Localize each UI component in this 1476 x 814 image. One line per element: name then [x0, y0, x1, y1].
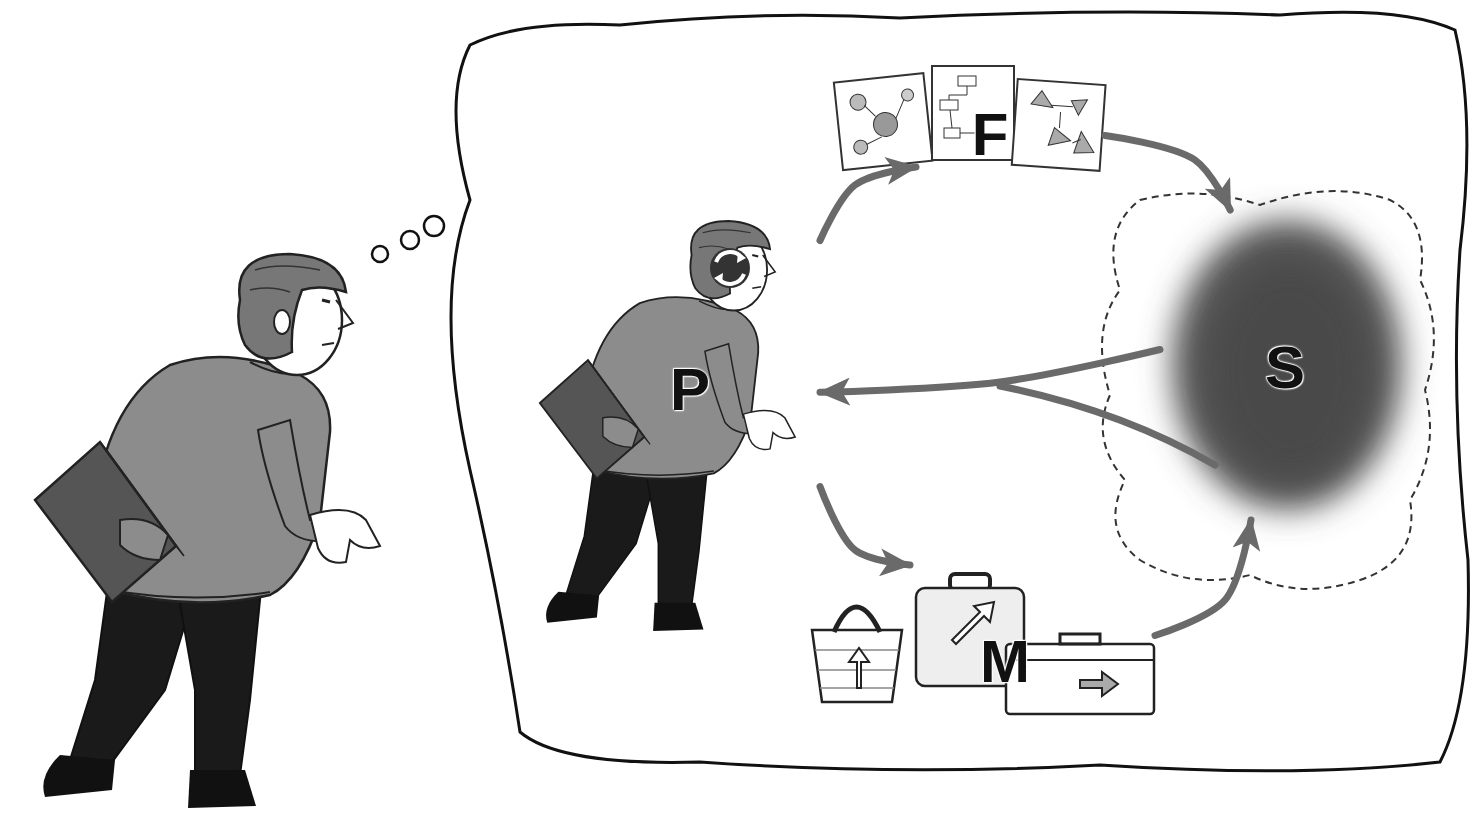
sketch-lines — [862, 99, 908, 144]
flow-box — [944, 128, 960, 138]
sketch-circle — [853, 139, 868, 154]
documents — [834, 66, 1106, 171]
person-node: P — [540, 220, 820, 630]
flow-arrow — [820, 167, 916, 241]
thinking-symbol — [710, 248, 750, 288]
system-node: S — [1160, 210, 1420, 520]
toolkit — [812, 574, 1154, 714]
up-arrow-symbol — [849, 648, 869, 688]
toolbox-handle — [1060, 634, 1100, 644]
right-arrow-symbol — [1080, 672, 1118, 696]
tools-node: M — [805, 565, 1155, 715]
symbol-disc — [710, 248, 750, 288]
rotation-heads — [714, 252, 746, 284]
paper-sheet — [1012, 79, 1106, 171]
system-cloud — [1102, 191, 1434, 589]
thought-bubble — [451, 12, 1468, 771]
system-blob — [1172, 220, 1402, 510]
flow-box — [958, 76, 976, 86]
thought-dot — [424, 216, 444, 236]
sketch-circle — [849, 93, 867, 111]
paper-sheet — [834, 73, 933, 170]
system-core — [1210, 260, 1370, 480]
basket — [812, 630, 902, 702]
flow-lines — [949, 86, 975, 133]
inner-figure — [540, 221, 795, 631]
flow-arrow — [820, 487, 910, 566]
node-letter: S — [1265, 338, 1305, 398]
thought-dot — [401, 231, 419, 249]
sketch-circle — [872, 111, 898, 137]
merging-strand — [1000, 386, 1215, 465]
documents-node: F — [835, 62, 1105, 167]
thought-dot — [372, 246, 388, 262]
flow-box — [940, 100, 958, 110]
flow-arrow — [1105, 136, 1230, 211]
thinker-figure — [35, 254, 380, 808]
node-letter: F — [972, 105, 1009, 165]
sketch-triangles — [1028, 90, 1098, 154]
flow-arrow — [820, 350, 1160, 393]
sheet — [834, 73, 933, 170]
node-letter: M — [980, 632, 1030, 692]
flow-arrow — [1155, 520, 1251, 636]
sheet — [1012, 79, 1106, 171]
sketch-lines — [1048, 105, 1082, 143]
basket-handle — [834, 607, 880, 632]
system-boundary — [1102, 191, 1434, 589]
sketch-circle — [901, 88, 914, 101]
node-letter: P — [670, 360, 710, 420]
